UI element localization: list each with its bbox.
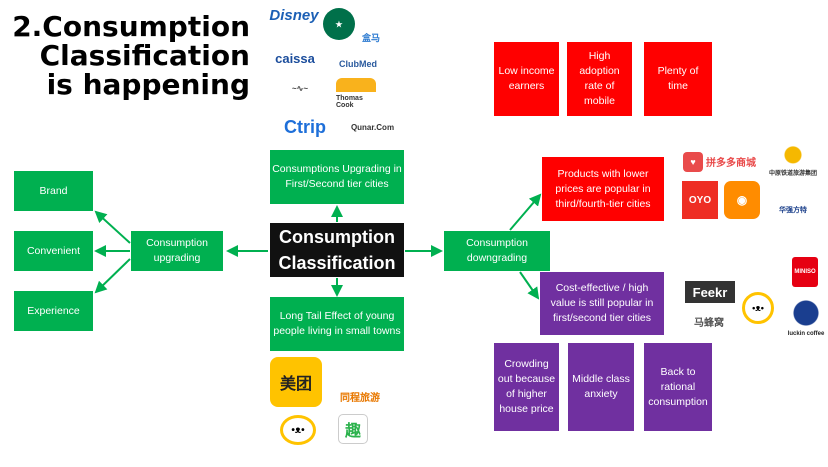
experience-box: Experience — [14, 291, 93, 331]
qunar-logo: Qunar.Com — [350, 122, 395, 132]
qu-logo: 趣 — [338, 414, 368, 444]
consumption-upgrading-box: Consumption upgrading — [131, 231, 223, 271]
pig-logo: •ᴥ• — [742, 292, 774, 324]
upgrading-tier-cities-box: Consumptions Upgrading in First/Second t… — [270, 150, 404, 204]
driver-box: Low income earners — [494, 42, 559, 116]
kuaishou-logo: ◉ — [724, 181, 760, 219]
driver-box: Plenty of time — [644, 42, 712, 116]
title-line: 2.Consumption — [12, 10, 250, 43]
starbucks-logo: ★ — [323, 8, 355, 40]
consumption-classification-box: Consumption Classification — [270, 223, 404, 277]
miniso-logo: MINISO — [792, 257, 818, 287]
lower-price-box: Products with lower prices are popular i… — [542, 157, 664, 221]
title-line: is happening — [46, 68, 250, 101]
tongcheng-logo: 同程旅游 — [340, 393, 380, 404]
pinduoduo-logo: 拼多多商城 — [706, 157, 756, 169]
meituan-logo: 美团 — [270, 357, 322, 407]
pig-logo: •ᴥ• — [280, 415, 316, 445]
luckin-logo: luckin coffee — [785, 297, 827, 337]
thomascook-logo: Thomas Cook — [336, 78, 376, 112]
mafengwo-logo: 马蜂窝 — [694, 317, 724, 329]
pinduoduo-icon: ♥ — [683, 152, 703, 172]
hema-logo: 盒马 — [361, 32, 380, 43]
oyo-logo: OYO — [682, 181, 718, 219]
convenient-box: Convenient — [14, 231, 93, 271]
feekr-logo: Feekr — [685, 281, 735, 303]
driver-box: High adoption rate of mobile — [567, 42, 632, 116]
long-tail-effect-box: Long Tail Effect of young people living … — [270, 297, 404, 351]
cost-effective-box: Cost-effective / high value is still pop… — [540, 272, 664, 335]
reason-box: Crowding out because of higher house pri… — [494, 343, 559, 431]
consumption-downgrading-box: Consumption downgrading — [444, 231, 550, 271]
ctrip-logo: Ctrip — [284, 116, 326, 137]
fantawild-logo: 华强方特 — [779, 207, 807, 214]
reason-box: Back to rational consumption — [644, 343, 712, 431]
clubmed-logo: ClubMed — [339, 59, 377, 69]
slide-title: 2.Consumption Classification is happenin… — [12, 12, 250, 99]
zhongyuan-logo: 中原铁道旅游集团 — [768, 143, 818, 177]
brand-box: Brand — [14, 171, 93, 211]
title-line: Classification — [39, 39, 250, 72]
caissa-logo: caissa — [275, 50, 315, 66]
reason-box: Middle class anxiety — [568, 343, 634, 431]
disney-logo: Disney — [269, 6, 319, 24]
uniqueway-logo: ~∿~ — [291, 83, 309, 93]
